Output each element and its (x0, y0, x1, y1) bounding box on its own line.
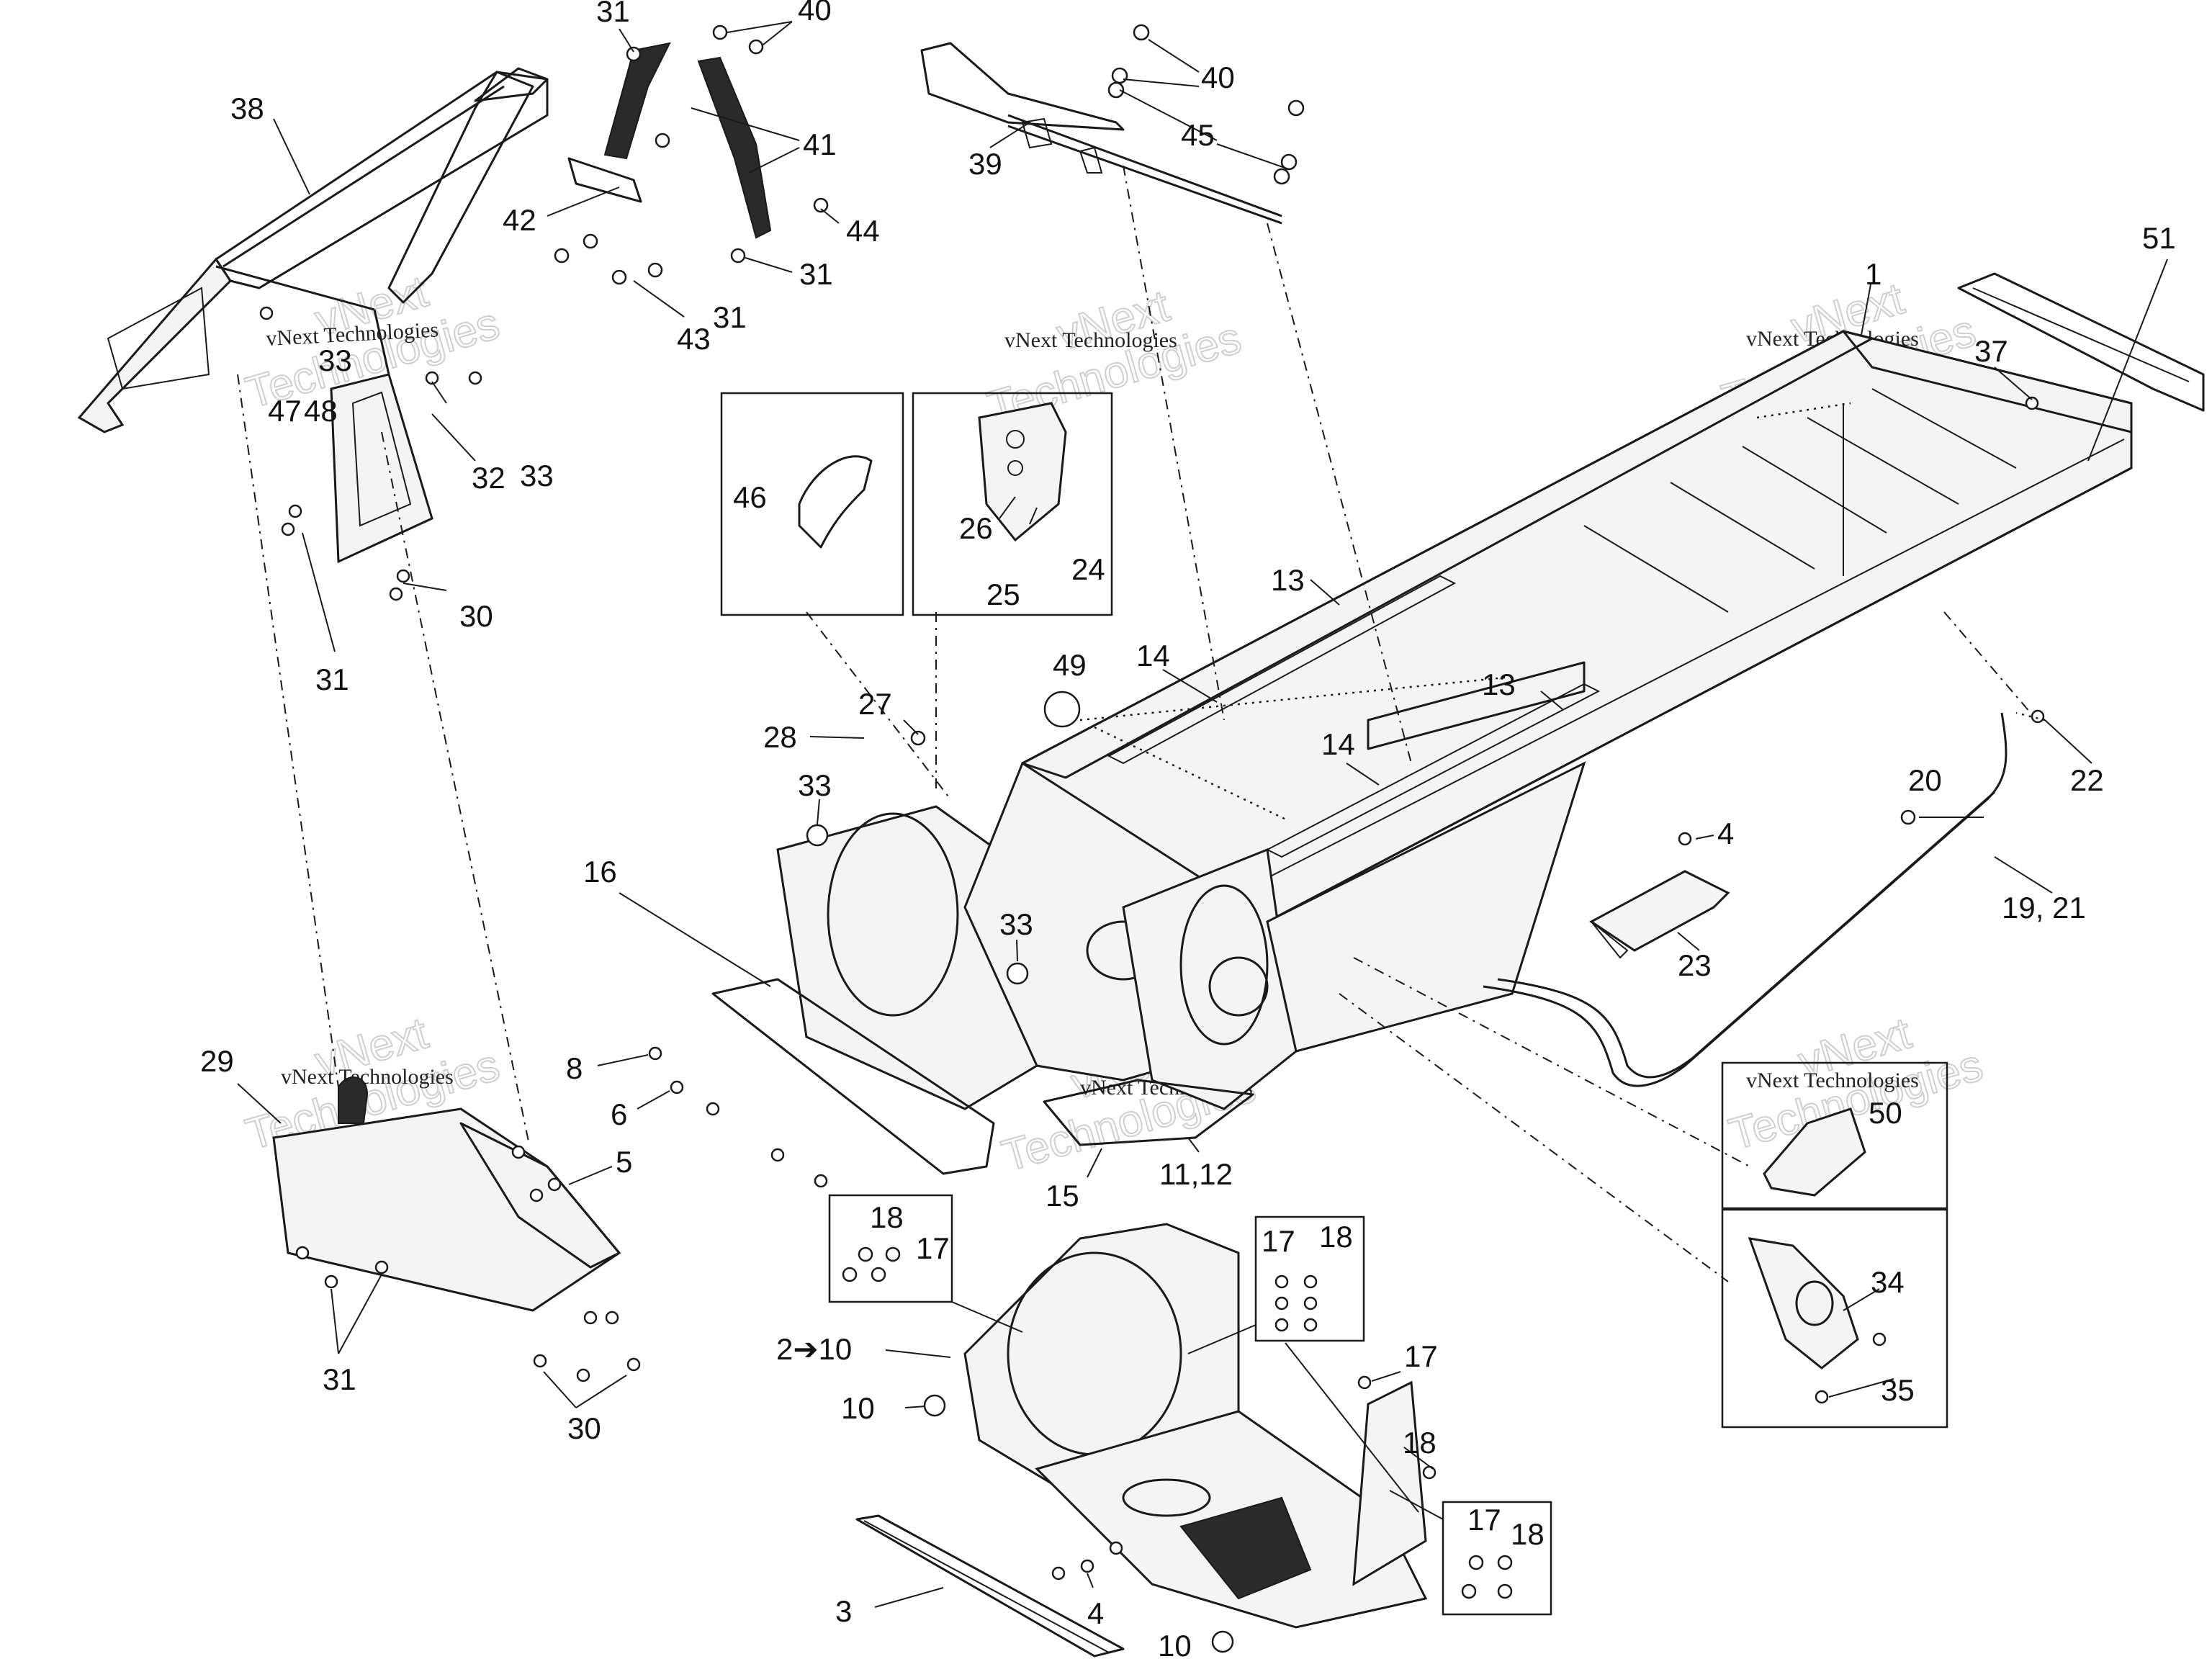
callout-33: 33 (520, 459, 554, 493)
callout-37: 37 (1974, 334, 2008, 368)
callout-14: 14 (1321, 727, 1355, 761)
lower-rail (855, 1514, 1125, 1658)
callout-4: 4 (1087, 1596, 1104, 1630)
callout-28: 28 (763, 720, 797, 754)
callout-33: 33 (318, 343, 352, 377)
callout-30: 30 (459, 599, 493, 633)
callout-8: 8 (566, 1051, 583, 1085)
callout-35: 35 (1881, 1373, 1915, 1407)
callout-31: 31 (713, 300, 747, 334)
watermark-inline: vNext Technologies (1746, 1069, 1919, 1092)
callout-51: 51 (2142, 221, 2176, 255)
front-skid-plates (711, 978, 1254, 1175)
lower-bulkhead-assembly (923, 1223, 1428, 1653)
callout-23: 23 (1678, 948, 1712, 982)
callout-31: 31 (323, 1362, 356, 1396)
callout-18: 18 (870, 1200, 904, 1234)
callout-45: 45 (1181, 118, 1215, 152)
assembly-lines (237, 165, 2046, 1282)
upper-a-frame (77, 67, 549, 564)
callout-40: 40 (1201, 60, 1235, 94)
callout-42: 42 (503, 203, 536, 237)
watermark-inline: vNext Technologies (281, 1065, 454, 1089)
callout-10: 10 (841, 1391, 875, 1425)
callout-30: 30 (567, 1411, 601, 1445)
fasteners (259, 24, 2045, 1581)
callout-15: 15 (1046, 1179, 1079, 1213)
callout-17: 17 (1404, 1339, 1438, 1373)
footrest (1589, 870, 1730, 959)
callout-4: 4 (1717, 817, 1734, 850)
callout-46: 46 (733, 480, 767, 514)
callout-5: 5 (616, 1145, 632, 1179)
callout-2-10: 2➔10 (776, 1332, 852, 1366)
callout-labels: 31 40 38 41 42 44 31 43 31 40 45 39 33 4… (200, 0, 2176, 1659)
callout-25: 25 (986, 577, 1020, 611)
steering-brackets (567, 42, 772, 239)
callout-13: 13 (1482, 667, 1516, 701)
inset-box-46 (720, 392, 904, 616)
callout-39: 39 (968, 147, 1002, 181)
inset-box-24-26 (912, 392, 1113, 616)
callout-29: 29 (200, 1044, 234, 1078)
callout-17: 17 (916, 1231, 950, 1265)
front-bulkhead (776, 761, 1586, 1110)
callout-31: 31 (596, 0, 630, 28)
callout-17: 17 (1467, 1503, 1501, 1537)
callout-26: 26 (959, 511, 993, 545)
hardware-box-c (1442, 1501, 1552, 1616)
callout-33: 33 (798, 768, 832, 802)
watermark-inline: vNext Technologies (1004, 328, 1177, 352)
callout-17: 17 (1262, 1224, 1295, 1258)
callout-41: 41 (803, 127, 837, 161)
callout-31: 31 (799, 257, 833, 291)
callout-18: 18 (1511, 1517, 1545, 1551)
callout-18: 18 (1319, 1220, 1353, 1254)
callout-18: 18 (1403, 1426, 1437, 1460)
callout-3: 3 (835, 1594, 852, 1628)
callout-43: 43 (677, 322, 711, 356)
callout-13: 13 (1271, 563, 1305, 597)
callout-40: 40 (798, 0, 832, 27)
rear-bumper (1957, 272, 2205, 412)
callout-34: 34 (1871, 1265, 1905, 1299)
lower-frame (272, 1076, 621, 1312)
inset-box-34-35 (1721, 1208, 1948, 1429)
running-board-tube (1483, 712, 2008, 1087)
callout-48: 48 (304, 394, 338, 428)
callout-10: 10 (1158, 1629, 1192, 1659)
callout-1: 1 (1865, 257, 1881, 291)
callout-32: 32 (472, 461, 505, 495)
callout-50: 50 (1869, 1096, 1902, 1130)
callout-47: 47 (268, 394, 302, 428)
grommet-icon (923, 1394, 946, 1417)
callout-19-21: 19, 21 (2002, 891, 2086, 925)
callout-14: 14 (1136, 639, 1170, 673)
callout-11-12: 11,12 (1159, 1157, 1233, 1191)
grommet-icon (1211, 1630, 1234, 1653)
hardware-box-a (828, 1194, 953, 1303)
callout-31: 31 (315, 662, 349, 696)
leader-lines (237, 21, 2168, 1608)
hardware-box-b (1254, 1215, 1365, 1342)
callout-24: 24 (1071, 552, 1105, 586)
callout-16: 16 (583, 855, 617, 889)
callout-49: 49 (1053, 648, 1087, 682)
callout-27: 27 (858, 687, 892, 721)
callout-38: 38 (230, 91, 264, 125)
callout-6: 6 (611, 1097, 627, 1131)
callout-22: 22 (2070, 763, 2104, 797)
callout-44: 44 (846, 214, 880, 248)
callout-20: 20 (1908, 763, 1942, 797)
steering-column (920, 42, 1282, 225)
callout-33: 33 (999, 907, 1033, 941)
inset-box-50 (1721, 1061, 1948, 1210)
